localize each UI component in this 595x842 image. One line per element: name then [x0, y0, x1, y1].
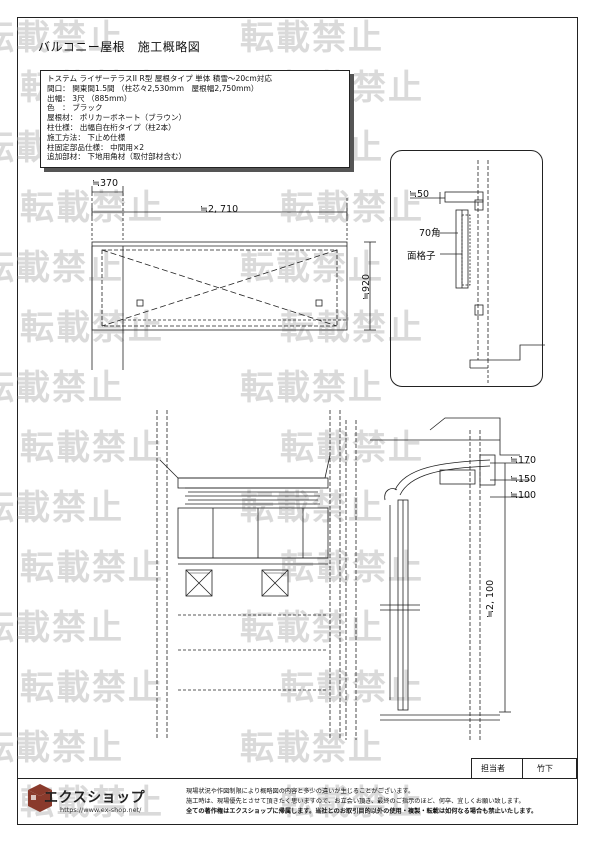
dim-170: ≒170	[510, 455, 537, 466]
spec-line: 施工方法： 下止め仕様	[47, 132, 126, 142]
notice-line: 施工時は、現場優先とさせて頂きたく思いますので、お立会い頂き、最終のご指示のほど…	[186, 798, 525, 805]
stamp-name: 竹下	[537, 764, 553, 773]
dim-150: ≒150	[510, 474, 537, 485]
spec-line: 柱固定部品仕様： 中間用×2	[47, 142, 145, 152]
footer	[18, 778, 577, 825]
logo-url: https://www.ex-shop.net/	[60, 806, 142, 814]
dim-100: ≒100	[510, 490, 537, 501]
notice-line: 全ての著作権はエクスショップに帰属します。当社とのお取引目的以外の使用・複製・転…	[186, 808, 538, 815]
spec-line: 間口： 関東間1.5間 （柱芯々2,530mm 屋根幅2,750mm）	[47, 83, 259, 93]
dim-50: ≒50	[409, 189, 430, 200]
drawing-frame	[17, 17, 578, 825]
drawing-title: バルコニー屋根 施工概略図	[38, 40, 201, 54]
detail-callout-frame	[390, 150, 543, 387]
spec-line: 屋根材： ポリカーボネート（ブラウン）	[47, 113, 187, 123]
spec-line: 色 ： ブラック	[47, 103, 103, 113]
spec-line: トステム ライザーテラスII R型 屋根タイプ 単体 積雪～20cm対応	[47, 74, 272, 83]
dim-2710: ≒2, 710	[200, 204, 239, 215]
side-section-view	[345, 417, 530, 740]
plan-view	[91, 186, 376, 370]
label-post-70: 70角	[419, 228, 441, 239]
notice-text: 現場状況や作図制限により概略図の内容と多少の違いが生じることがございます。 施工…	[186, 787, 537, 817]
label-lattice: 面格子	[407, 251, 436, 262]
detail-section	[410, 160, 545, 385]
spec-box: トステム ライザーテラスII R型 屋根タイプ 単体 積雪～20cm対応 間口：…	[40, 70, 350, 168]
stamp-role: 担当者	[481, 764, 505, 773]
spec-line: 出幅： 3尺 （885mm）	[47, 93, 132, 103]
stamp-box: 担当者 竹下	[471, 758, 577, 778]
notice-line: 現場状況や作図制限により概略図の内容と多少の違いが生じることがございます。	[186, 788, 415, 795]
spec-line: 追加部材： 下地用角材（取付部材含む）	[47, 152, 187, 162]
dim-370: ≒370	[92, 178, 119, 189]
spec-line: 柱仕様： 出幅自在桁タイプ（柱2本）	[47, 122, 176, 132]
elevation-view	[156, 410, 341, 740]
logo-name: エクスショップ	[44, 790, 146, 806]
